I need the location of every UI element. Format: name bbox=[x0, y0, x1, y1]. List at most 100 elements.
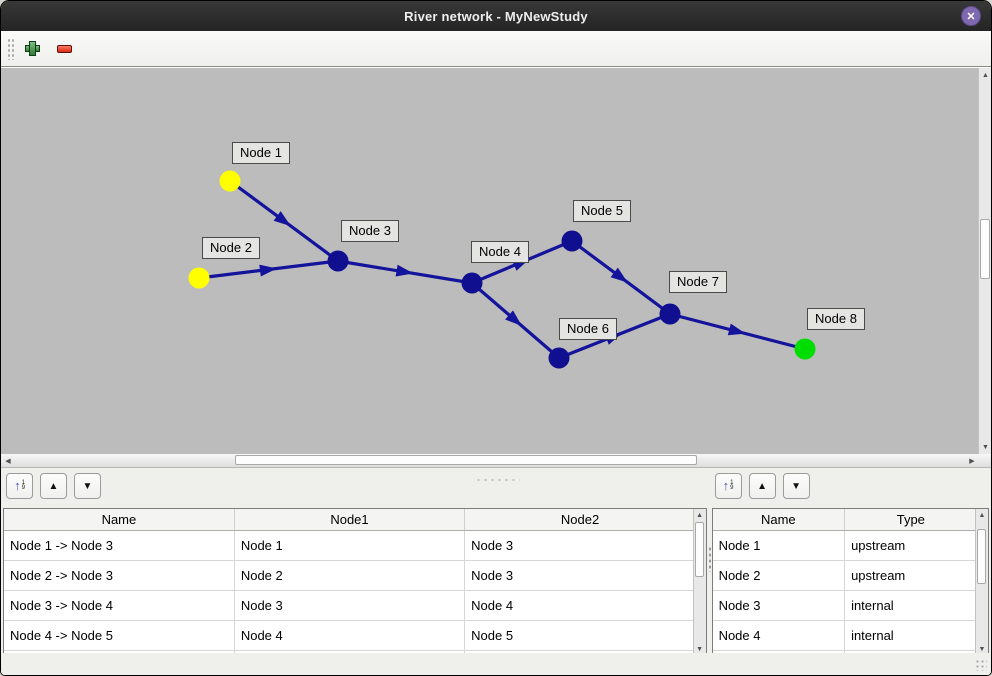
nodes-header-name[interactable]: Name bbox=[712, 509, 846, 531]
network-canvas[interactable]: Node 1 Node 2 Node 3 Node 4 Node 5 Node 6 Node… bbox=[1, 68, 978, 454]
table-splitter-handle[interactable] bbox=[708, 546, 712, 572]
nodes-cell[interactable]: internal bbox=[844, 590, 977, 621]
links-move-down-button[interactable]: ▼ bbox=[74, 473, 101, 499]
node-label-node1[interactable]: Node 1 bbox=[232, 142, 290, 164]
main-toolbar bbox=[1, 31, 991, 67]
scroll-up-button[interactable]: ▲ bbox=[694, 510, 706, 521]
add-node-button[interactable] bbox=[23, 40, 41, 58]
links-cell[interactable]: Node 1 bbox=[234, 530, 466, 561]
toolbar-grip-handle[interactable] bbox=[7, 37, 15, 60]
links-cell[interactable]: Node 5 bbox=[464, 620, 695, 651]
scroll-down-button[interactable]: ▼ bbox=[979, 441, 991, 453]
node-node3[interactable] bbox=[327, 250, 349, 272]
canvas-horizontal-scrollbar[interactable]: ◀ ▶ bbox=[1, 454, 991, 468]
vertical-scroll-thumb[interactable] bbox=[980, 219, 990, 279]
nodes-header-type[interactable]: Type bbox=[844, 509, 977, 531]
remove-node-button[interactable] bbox=[55, 40, 73, 58]
canvas-vertical-scrollbar[interactable]: ▲ ▼ bbox=[978, 68, 991, 454]
scroll-right-button[interactable]: ▶ bbox=[966, 454, 978, 467]
node-node6[interactable] bbox=[548, 347, 570, 369]
links-cell[interactable]: Node 3 -> Node 4 bbox=[4, 590, 235, 621]
nodes-cell[interactable]: Node 4 bbox=[712, 620, 846, 651]
links-header-name[interactable]: Name bbox=[4, 509, 235, 531]
horizontal-scroll-thumb[interactable] bbox=[235, 455, 697, 465]
down-triangle-icon: ▼ bbox=[82, 480, 93, 492]
links-cell[interactable]: Node 4 bbox=[464, 590, 695, 621]
node-label-node5[interactable]: Node 5 bbox=[573, 200, 631, 222]
scroll-down-button[interactable]: ▼ bbox=[694, 644, 706, 655]
down-arrow-icon: ▼ bbox=[696, 646, 704, 653]
links-cell[interactable]: Node 4 -> Node 5 bbox=[4, 620, 235, 651]
edge-arrow-icon bbox=[273, 211, 291, 227]
nodes-move-down-button[interactable]: ▼ bbox=[782, 473, 810, 499]
links-table-scrollbar[interactable]: ▲ ▼ bbox=[692, 509, 706, 656]
node-label-node7[interactable]: Node 7 bbox=[669, 271, 727, 293]
right-arrow-icon: ▶ bbox=[969, 457, 975, 465]
links-header-node2[interactable]: Node2 bbox=[464, 509, 695, 531]
scroll-down-button[interactable]: ▼ bbox=[976, 644, 988, 655]
links-cell[interactable]: Node 2 -> Node 3 bbox=[4, 560, 235, 591]
nodes-cell[interactable]: Node 1 bbox=[712, 530, 846, 561]
links-cell[interactable]: Node 4 bbox=[234, 620, 466, 651]
plus-icon bbox=[24, 41, 40, 56]
nodes-scroll-thumb[interactable] bbox=[977, 529, 986, 584]
nodes-table-scrollbar[interactable]: ▲ ▼ bbox=[975, 509, 988, 656]
splitter-handle[interactable] bbox=[474, 477, 520, 481]
nodes-cell[interactable]: internal bbox=[844, 620, 977, 651]
scroll-up-button[interactable]: ▲ bbox=[979, 69, 991, 81]
links-cell[interactable]: Node 3 bbox=[234, 590, 466, 621]
node-label-node6[interactable]: Node 6 bbox=[559, 318, 617, 340]
node-label-node8[interactable]: Node 8 bbox=[807, 308, 865, 330]
resize-grip[interactable] bbox=[975, 659, 987, 671]
edge-arrow-icon bbox=[505, 310, 522, 326]
node-label-node4[interactable]: Node 4 bbox=[471, 241, 529, 263]
node-node5[interactable] bbox=[561, 230, 583, 252]
links-header-node1[interactable]: Node1 bbox=[234, 509, 466, 531]
links-cell[interactable]: Node 3 bbox=[464, 530, 695, 561]
node-node8[interactable] bbox=[794, 338, 816, 360]
node-node4[interactable] bbox=[461, 272, 483, 294]
nodes-cell[interactable]: upstream bbox=[844, 530, 977, 561]
node-label-node2[interactable]: Node 2 bbox=[202, 237, 260, 259]
node-label-node3[interactable]: Node 3 bbox=[341, 220, 399, 242]
left-arrow-icon: ◀ bbox=[5, 457, 11, 465]
links-cell[interactable]: Node 3 bbox=[464, 560, 695, 591]
edge-arrow-icon bbox=[259, 264, 277, 277]
down-triangle-icon: ▼ bbox=[791, 480, 802, 492]
links-cell[interactable]: Node 1 -> Node 3 bbox=[4, 530, 235, 561]
window-title: River network - MyNewStudy bbox=[404, 8, 588, 24]
node-node2[interactable] bbox=[188, 267, 210, 289]
close-icon: ✕ bbox=[966, 10, 976, 23]
node-node7[interactable] bbox=[659, 303, 681, 325]
links-scroll-thumb[interactable] bbox=[694, 522, 704, 577]
scroll-left-button[interactable]: ◀ bbox=[2, 454, 14, 467]
nodes-cell[interactable]: upstream bbox=[844, 560, 977, 591]
titlebar[interactable]: River network - MyNewStudy ✕ bbox=[1, 1, 991, 31]
node-node1[interactable] bbox=[219, 170, 241, 192]
down-arrow-icon: ▼ bbox=[978, 646, 986, 653]
links-cell[interactable]: Node 2 bbox=[234, 560, 466, 591]
close-button[interactable]: ✕ bbox=[961, 6, 981, 26]
links-move-up-button[interactable]: ▲ bbox=[40, 473, 67, 499]
up-triangle-icon: ▲ bbox=[48, 480, 59, 492]
scroll-up-button[interactable]: ▲ bbox=[976, 510, 988, 521]
nodes-cell[interactable]: Node 2 bbox=[712, 560, 846, 591]
nodes-cell[interactable]: Node 3 bbox=[712, 590, 846, 621]
nodes-move-up-button[interactable]: ▲ bbox=[748, 473, 776, 499]
